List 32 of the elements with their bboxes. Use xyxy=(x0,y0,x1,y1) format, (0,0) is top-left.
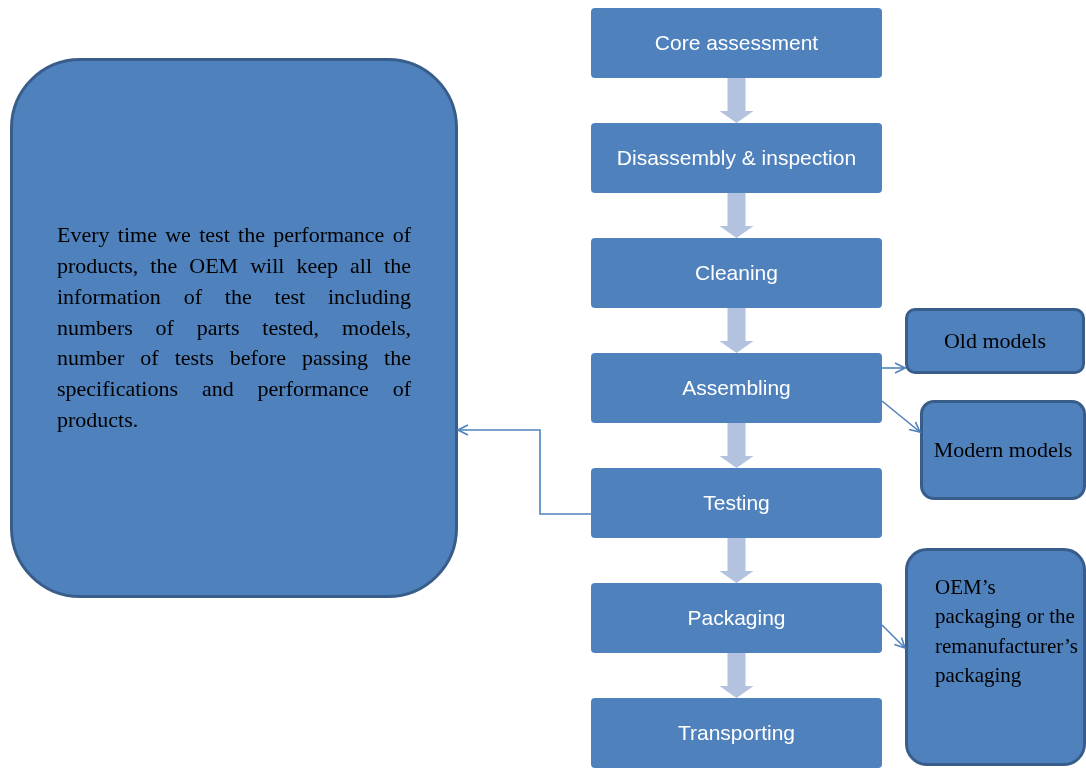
arrow xyxy=(881,362,906,374)
block-arrow xyxy=(719,653,754,698)
node-text: Disassembly & inspection xyxy=(616,146,857,170)
node-text: Assembling xyxy=(682,376,791,400)
node-text: Transporting xyxy=(677,721,796,745)
block-arrow xyxy=(719,193,754,238)
block-arrow xyxy=(719,78,754,123)
node-text: Cleaning xyxy=(695,261,778,285)
arrow xyxy=(457,424,592,515)
process-box xyxy=(591,468,882,538)
node-text: Testing xyxy=(703,491,770,515)
result-box xyxy=(905,548,1086,766)
node-text: Every time we test the performance of products, the OEM will keep all the information of the test including numbers of parts tested, models, number of tests before passing the specifications and performance of products. xyxy=(57,221,411,434)
node-text: Packaging xyxy=(687,606,786,630)
node-text: Modern models xyxy=(933,435,1073,464)
process-box xyxy=(591,238,882,308)
process-box xyxy=(591,353,882,423)
arrow xyxy=(881,400,921,433)
result-box xyxy=(905,308,1085,374)
arrow xyxy=(881,624,906,649)
node-text: OEM’s packaging or the remanufacturer’s packaging xyxy=(935,574,1078,690)
process-box xyxy=(591,698,882,768)
node-text: Old models xyxy=(943,326,1047,355)
block-arrow xyxy=(719,538,754,583)
result-box xyxy=(920,400,1086,500)
note-box xyxy=(10,58,458,598)
process-box xyxy=(591,123,882,193)
node-text: Core assessment xyxy=(654,31,819,55)
block-arrow xyxy=(719,423,754,468)
block-arrow xyxy=(719,308,754,353)
process-box xyxy=(591,8,882,78)
process-box xyxy=(591,583,882,653)
